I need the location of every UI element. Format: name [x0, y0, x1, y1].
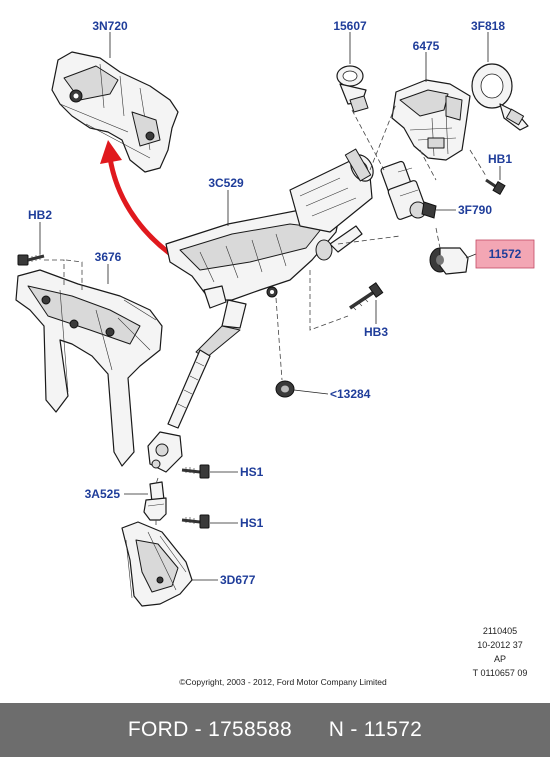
highlight-box-11572: [475, 239, 535, 269]
diagram-meta: 2110405 10-2012 37 AP T 0110657 09: [473, 626, 528, 678]
callout-3n720: 3N720: [92, 19, 128, 33]
part-hb1-bolt: [485, 178, 506, 196]
callout-3d677: 3D677: [220, 573, 256, 587]
callout-hs1-lower: HS1: [240, 516, 264, 530]
callout-11572: 11572: [489, 247, 522, 261]
callout-3a525: 3A525: [85, 487, 121, 501]
callout-3676: 3676: [95, 250, 122, 264]
footer-gap: [292, 718, 329, 742]
part-hs1-bolt-upper: [181, 464, 210, 479]
meta-line-4: T 0110657 09: [473, 668, 528, 678]
meta-line-1: 2110405: [483, 626, 517, 636]
callout-6475: 6475: [413, 39, 440, 53]
footer-bar: FORD - 1758588 N - 11572: [0, 703, 550, 757]
meta-line-3: AP: [494, 654, 506, 664]
part-3n720-bracket: [51, 51, 179, 173]
part-6475-lock-housing: [391, 79, 471, 161]
copyright-text: ©Copyright, 2003 - 2012, Ford Motor Comp…: [179, 677, 387, 687]
callout-hb2: HB2: [28, 208, 52, 222]
part-3f790-switch: [380, 160, 437, 220]
callout-hs1-upper: HS1: [240, 465, 264, 479]
part-3a525-coupling: [143, 481, 167, 521]
part-hb3-bolt: [349, 282, 384, 311]
part-hs1-bolt-lower: [181, 514, 210, 529]
callout-3f790: 3F790: [458, 203, 492, 217]
part-11572-lock-cylinder: [429, 247, 469, 275]
leader-lines: [39, 32, 501, 581]
footer-part-number: N - 11572: [328, 718, 423, 741]
part-15607-ring: [336, 65, 369, 113]
callout-15607: 15607: [333, 19, 367, 33]
callout-3f818: 3F818: [471, 19, 505, 33]
callout-hb3: HB3: [364, 325, 388, 339]
callout-3c529: 3C529: [208, 176, 244, 190]
callout-labels: 3N720 15607 6475 3F818 HB1 3C529 3F790 H…: [28, 19, 522, 587]
meta-line-2: 10-2012 37: [477, 640, 523, 650]
part-13284-plug: [275, 380, 295, 398]
part-3d677-cover: [121, 521, 193, 607]
footer-brand-part: FORD - 1758588: [127, 718, 292, 741]
callout-13284: <13284: [330, 387, 371, 401]
part-3f818-ring: [471, 63, 529, 131]
callout-hb1: HB1: [488, 152, 512, 166]
part-hb2-bolt: [17, 254, 45, 266]
part-3676-support-bracket: [15, 269, 163, 467]
part-3c529-steering-column: [147, 148, 374, 473]
